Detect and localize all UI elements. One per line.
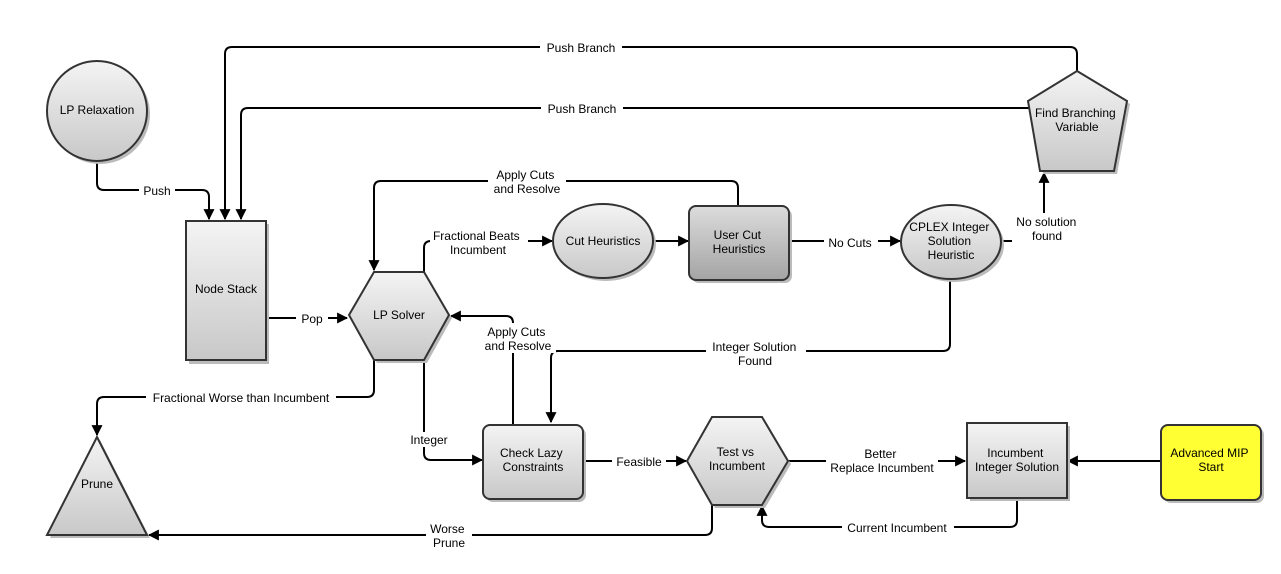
node-shape [966, 422, 1068, 499]
label-push: Push [143, 184, 170, 198]
label-better-replace: Better Replace Incumbent [830, 447, 934, 475]
label-apply-cuts-mid: Apply Cuts and Resolve [485, 325, 552, 353]
node-shape [185, 220, 267, 361]
label-push-branch-second: Push Branch [548, 102, 617, 116]
edge-labels: Push Branch Push Branch Push Apply Cuts … [139, 40, 1082, 551]
label-fractional-worse: Fractional Worse than Incumbent [153, 391, 330, 405]
node-shape [1026, 69, 1129, 172]
node-shape [552, 203, 654, 279]
label-current-incumbent: Current Incumbent [847, 521, 947, 535]
node-shape [45, 434, 149, 536]
node-advanced-mip-start[interactable]: Advanced MIP Start [1160, 424, 1264, 503]
node-label: LP Solver [373, 308, 425, 322]
node-cut-heuristics[interactable]: Cut Heuristics [552, 203, 656, 281]
label-fractional-beats: Fractional Beats Incumbent [433, 229, 523, 257]
node-label: User Cut Heuristics [713, 228, 766, 256]
node-prune[interactable]: Prune [45, 434, 150, 538]
label-no-cuts: No Cuts [828, 236, 871, 250]
node-user-cut-heuristics[interactable]: User Cut Heuristics [688, 205, 792, 283]
node-shape [688, 205, 790, 281]
node-label: Check Lazy Constraints [500, 446, 566, 474]
node-label: Prune [81, 477, 113, 491]
label-worse-prune: Worse Prune [430, 522, 468, 550]
edge-worse-prune [147, 505, 713, 541]
node-shape [482, 424, 584, 500]
node-shape [685, 416, 790, 506]
node-label: Advanced MIP Start [1170, 446, 1251, 474]
edge-apply-cuts-mid [449, 310, 514, 424]
edge-integer [423, 360, 484, 466]
node-label: LP Relaxation [60, 103, 135, 117]
node-lp-solver[interactable]: LP Solver [347, 271, 452, 363]
label-feasible: Feasible [616, 455, 662, 469]
node-test-vs-incumbent[interactable]: Test vs Incumbent [685, 416, 791, 508]
edge-push-branch-second [235, 107, 1030, 221]
node-incumbent-solution[interactable]: Incumbent Integer Solution [966, 422, 1070, 501]
label-pop: Pop [301, 312, 323, 326]
node-label: Find Branching Variable [1035, 106, 1119, 134]
node-label: Incumbent Integer Solution [975, 446, 1059, 474]
node-find-branching[interactable]: Find Branching Variable [1026, 69, 1130, 174]
node-label: CPLEX Integer Solution Heuristic [909, 220, 992, 262]
node-shape [347, 271, 451, 361]
node-cplex-heuristic[interactable]: CPLEX Integer Solution Heuristic [900, 204, 1004, 282]
label-apply-cuts-top: Apply Cuts and Resolve [494, 168, 561, 196]
label-push-branch-top: Push Branch [547, 41, 616, 55]
node-node-stack[interactable]: Node Stack [185, 220, 269, 364]
node-label: Cut Heuristics [566, 234, 641, 248]
node-check-lazy[interactable]: Check Lazy Constraints [482, 424, 586, 502]
edge-push-branch-top [219, 46, 1078, 221]
node-label: Test vs Incumbent [709, 445, 766, 473]
node-lp-relaxation[interactable]: LP Relaxation [46, 60, 150, 164]
node-label: Node Stack [195, 282, 258, 296]
node-shape [1160, 424, 1262, 501]
label-integer: Integer [410, 433, 447, 447]
node-shape [46, 60, 148, 162]
label-integer-solution-found: Integer Solution Found [712, 340, 799, 368]
label-no-solution-found: No solution found [1016, 215, 1079, 243]
node-shape [900, 204, 1002, 280]
